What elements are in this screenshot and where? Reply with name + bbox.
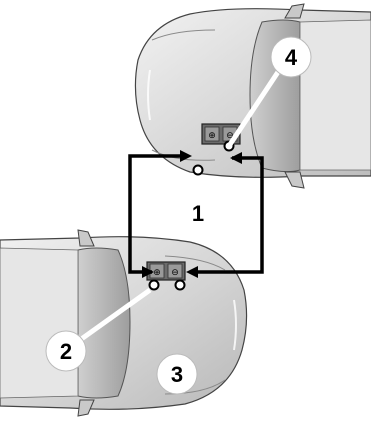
bottom-connection-point-positive: [150, 281, 159, 290]
callout-4-label: 4: [285, 45, 298, 70]
callout-2-label: 2: [60, 339, 72, 364]
assisting-battery-positive-terminal: ⊕: [208, 131, 216, 141]
bottom-connection-point-negative: [176, 281, 185, 290]
disabled-vehicle: ⊕ ⊖: [0, 230, 247, 416]
disabled-battery-negative-terminal: ⊖: [171, 268, 179, 278]
callout-2: 2: [46, 331, 86, 371]
disabled-battery-positive-terminal: ⊕: [153, 268, 161, 278]
disabled-battery: ⊕ ⊖: [147, 262, 185, 280]
assisting-vehicle: ⊕ ⊖: [135, 4, 371, 188]
top-connection-point-ground: [194, 166, 203, 175]
callout-3: 3: [157, 354, 197, 394]
callout-1: 1: [192, 201, 204, 226]
callout-4: 4: [271, 37, 311, 77]
callout-3-label: 3: [171, 362, 183, 387]
callout-1-label: 1: [192, 201, 204, 226]
